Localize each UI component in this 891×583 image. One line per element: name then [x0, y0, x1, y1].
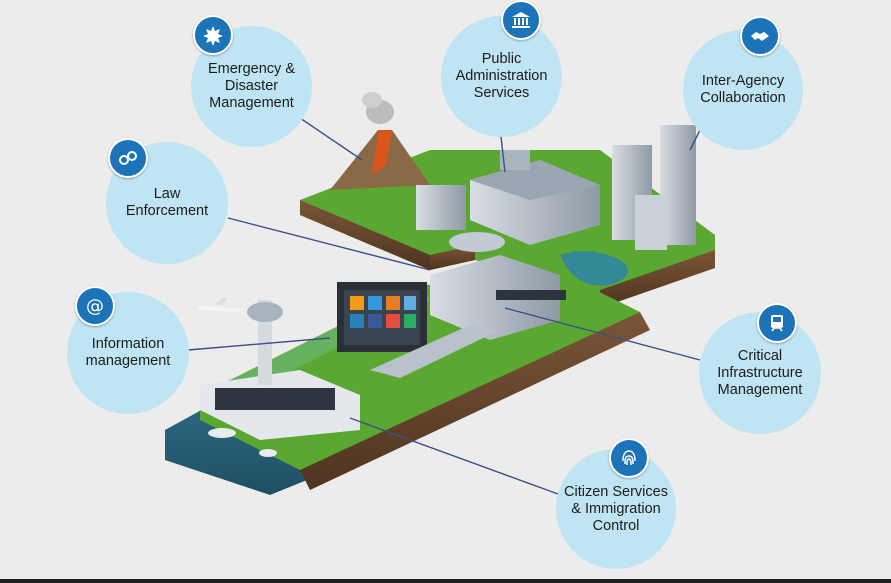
connector-emergency — [300, 118, 362, 160]
label-emergency: Emergency & Disaster Management — [191, 61, 312, 112]
at-sign-icon: @ — [75, 286, 115, 326]
label-inter-agency: Inter-Agency Collaboration — [683, 73, 803, 107]
label-information: Information management — [67, 336, 189, 370]
label-law: Law Enforcement — [106, 186, 228, 220]
label-citizen: Citizen Services & Immigration Control — [556, 484, 676, 535]
label-critical: Critical Infrastructure Management — [699, 348, 821, 399]
volcano-illustration — [330, 92, 430, 190]
government-building-icon — [501, 0, 541, 40]
handshake-icon — [740, 16, 780, 56]
handcuffs-icon — [108, 138, 148, 178]
bubble-public-admin[interactable]: Public Administration Services — [441, 16, 562, 137]
airplane-illustration — [198, 298, 246, 312]
train-icon — [757, 303, 797, 343]
svg-text:@: @ — [86, 296, 104, 317]
label-public-admin: Public Administration Services — [441, 51, 562, 102]
fingerprint-icon — [609, 438, 649, 478]
emergency-icon — [193, 15, 233, 55]
billboard-illustration — [337, 282, 427, 352]
